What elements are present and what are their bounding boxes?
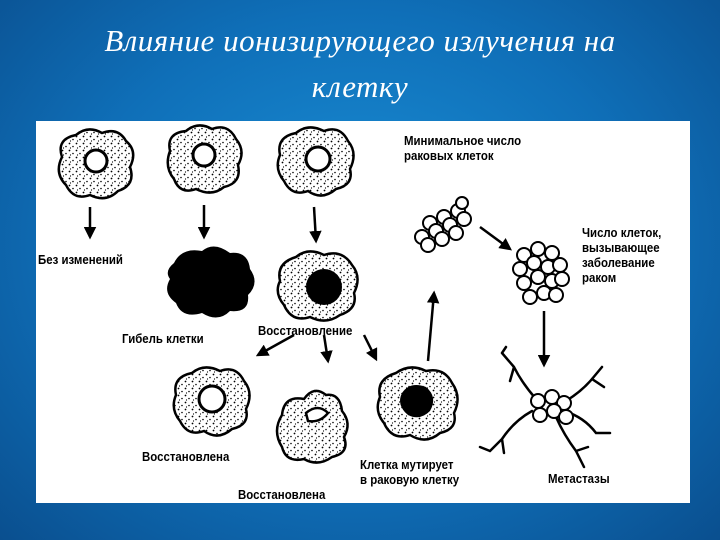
diagram-drawing bbox=[57, 124, 612, 469]
label-mutates: Клетка мутирует в раковую клетку bbox=[360, 457, 459, 487]
arrow-recovery-mid bbox=[320, 334, 333, 364]
cell-restored-2 bbox=[275, 389, 349, 464]
label-restored-2: Восстановлена bbox=[238, 487, 326, 502]
label-disease-line-3: заболевание bbox=[582, 255, 655, 270]
arrow-recovery-right bbox=[362, 334, 378, 362]
cell-mutating bbox=[376, 366, 459, 441]
label-disease: Число клеток, вызывающее заболевание рак… bbox=[582, 225, 661, 285]
dead-cell bbox=[167, 246, 255, 318]
cluster-min-cancer bbox=[414, 196, 472, 253]
label-min-cancer-line-2: раковых клеток bbox=[404, 148, 494, 163]
label-restored-1: Восстановлена bbox=[142, 449, 230, 464]
slide-title: Влияние ионизирующего излучения на клетк… bbox=[0, 18, 720, 110]
label-min-cancer-line-1: Минимальное число bbox=[404, 133, 522, 148]
cluster-disease bbox=[512, 241, 570, 305]
label-recovery: Восстановление bbox=[258, 323, 353, 338]
cell-restored-1 bbox=[172, 366, 251, 437]
arrow-cluster-growth bbox=[479, 225, 513, 251]
cluster-metastases bbox=[478, 345, 612, 469]
label-disease-line-2: вызывающее bbox=[582, 240, 660, 255]
diagram-panel: Без изменений Гибель клетки Восстановлен… bbox=[36, 121, 690, 503]
slide-title-line-2: клетку bbox=[311, 69, 409, 104]
label-disease-line-4: раком bbox=[582, 270, 617, 285]
slide-title-line-1: Влияние ионизирующего излучения на bbox=[104, 23, 616, 58]
label-mutates-line-1: Клетка мутирует bbox=[360, 457, 454, 472]
cell-initial-2 bbox=[166, 124, 243, 194]
label-no-change: Без изменений bbox=[38, 252, 123, 267]
label-min-cancer: Минимальное число раковых клеток bbox=[404, 133, 521, 163]
label-metastases: Метастазы bbox=[548, 471, 610, 486]
label-cell-death: Гибель клетки bbox=[122, 331, 204, 346]
cell-initial-1 bbox=[57, 128, 135, 200]
label-mutates-line-2: в раковую клетку bbox=[360, 472, 460, 487]
cell-recovering bbox=[276, 250, 359, 322]
arrow-to-recovery bbox=[309, 206, 322, 244]
cell-initial-3 bbox=[276, 126, 355, 197]
arrow-recovery-left bbox=[255, 333, 295, 357]
label-disease-line-1: Число клеток, bbox=[582, 225, 662, 240]
arrow-mutation-to-cluster bbox=[426, 290, 440, 362]
